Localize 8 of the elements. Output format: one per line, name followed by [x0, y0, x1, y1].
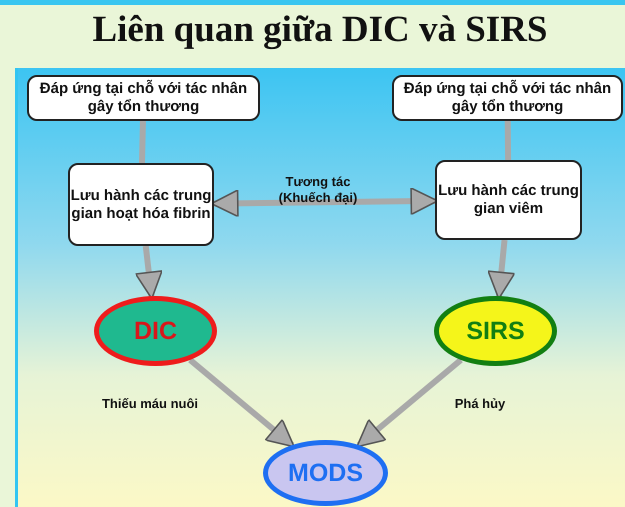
- title: Liên quan giữa DIC và SIRS: [91, 8, 549, 51]
- process-box: Lưu hành các trung gian hoạt hóa fibrin: [68, 163, 214, 246]
- edge-label: Thiếu máu nuôi: [100, 396, 200, 412]
- process-box: Lưu hành các trung gian viêm: [435, 160, 582, 240]
- edge-label: Tương tác (Khuếch đại): [278, 174, 358, 206]
- edge-label: Phá hủy: [454, 396, 506, 412]
- process-box: Đáp ứng tại chỗ với tác nhân gây tổn thương: [392, 75, 623, 121]
- process-box: Đáp ứng tại chỗ với tác nhân gây tổn thương: [27, 75, 260, 121]
